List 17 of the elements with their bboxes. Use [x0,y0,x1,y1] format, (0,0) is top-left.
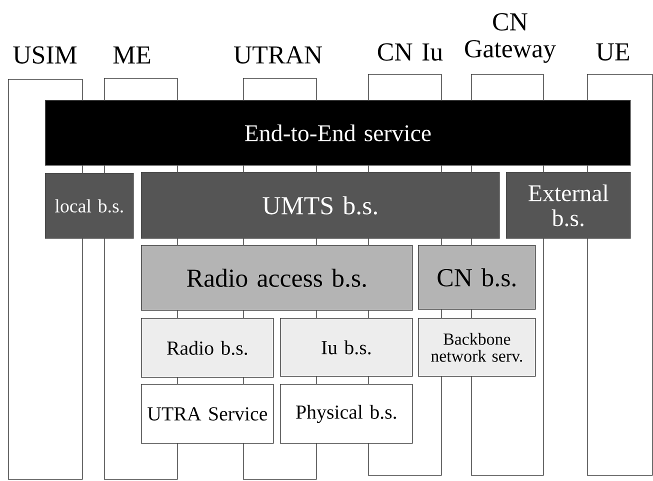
node-label: CN Iu [378,43,443,61]
service-bar: End-to-End service [45,100,631,166]
node-label: ME [113,46,150,64]
service-bar: CN b.s. [418,244,536,310]
node-label: CN Gateway [465,13,556,63]
service-bar: local b.s. [45,173,134,239]
node-label: USIM [13,46,77,64]
service-bar: Radio b.s. [141,318,274,378]
service-bar: Backbone network serv. [418,318,536,377]
node-label: UTRAN [234,46,322,64]
service-bar: External b.s. [506,172,631,239]
service-bar: UMTS b.s. [141,172,500,239]
node-label: UE [596,43,629,61]
service-bar: Iu b.s. [280,318,413,377]
service-bar: Physical b.s. [280,384,413,444]
service-bar: UTRA Service [141,384,274,444]
service-bar: Radio access b.s. [141,244,413,311]
